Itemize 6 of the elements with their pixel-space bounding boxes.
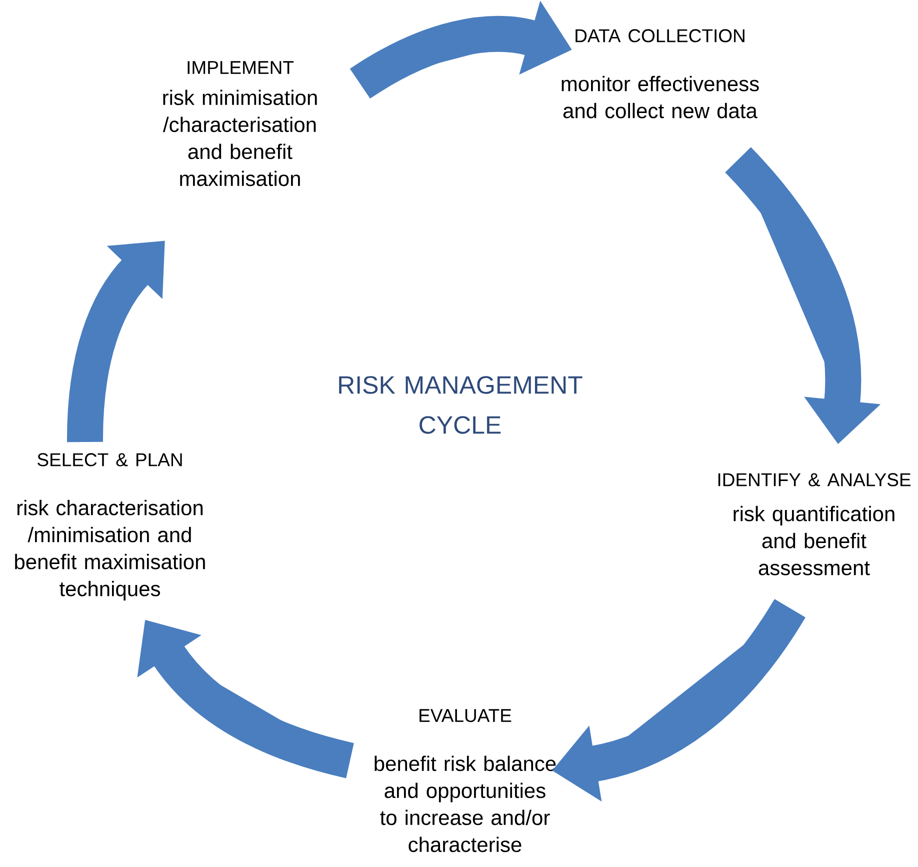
stage-text: IMPLEMENT risk minimisation /characterisation and benefit maximisation <box>162 61 317 186</box>
stage-text: DATA COLLECTION monitor effectiveness and collect new data <box>562 29 759 118</box>
stage-text: EVALUATE benefit risk balance and opportunities to increase and/or characterise <box>374 709 556 852</box>
stage-text: SELECT & PLAN risk characterisation /minimisation and benefit maximisation techniques <box>15 453 205 600</box>
cycle-title: RISK MANAGEMENT CYCLE <box>339 376 582 434</box>
stage-text: IDENTIFY & ANALYSE risk quantification and benefit assessment <box>718 473 910 576</box>
